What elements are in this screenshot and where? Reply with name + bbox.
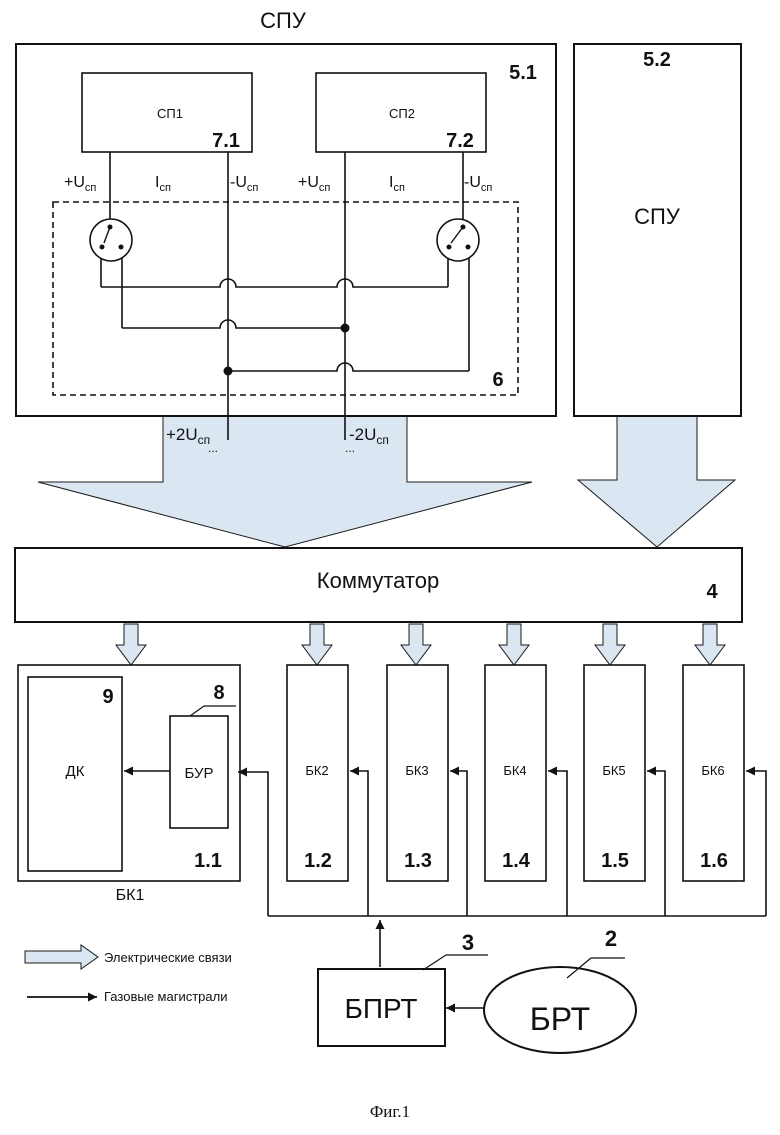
- dk-block: ДК 9: [28, 677, 122, 871]
- bk4-block: БК4 1.4: [485, 665, 546, 881]
- bk1-block: 1.1 БК1 ДК 9 БУР 8: [18, 665, 240, 904]
- sp1-label: СП1: [157, 106, 183, 121]
- switch-block-number: 6: [492, 369, 503, 391]
- legend: Электрические связи Газовые магистрали: [25, 945, 232, 1004]
- bprt-label: БПРТ: [344, 993, 417, 1024]
- switch-2-icon: [437, 219, 479, 261]
- bk3-label: БК3: [405, 763, 428, 778]
- bk6-block: БК6 1.6: [683, 665, 744, 881]
- bk2-number: 1.2: [304, 850, 332, 872]
- bk2-label: БК2: [305, 763, 328, 778]
- sp1-number: 7.1: [212, 130, 240, 152]
- junction-dot: [341, 324, 350, 333]
- bk4-label: БК4: [503, 763, 526, 778]
- output-plus-dots: ...: [208, 441, 218, 455]
- spu-5-2-block: 5.2 СПУ: [574, 44, 741, 416]
- bur-number: 8: [213, 682, 224, 704]
- brt-label: БРТ: [530, 1001, 590, 1037]
- brt-ellipse: БРТ 2: [484, 926, 636, 1053]
- spu-5-1-block: 5.1 СП1 7.1 СП2 7.2 +Uсп Iсп -Uсп +Uсп I…: [16, 44, 556, 440]
- bur-label: БУР: [184, 765, 213, 782]
- legend-electrical-arrow-icon: [25, 945, 98, 969]
- figure-caption: Фиг.1: [370, 1102, 410, 1121]
- electrical-arrow-spu-left: [38, 416, 532, 547]
- brt-number: 2: [605, 926, 617, 951]
- commutator-label: Коммутатор: [317, 568, 439, 593]
- output-minus-dots: ...: [345, 441, 355, 455]
- dk-number: 9: [102, 686, 113, 708]
- bk4-number: 1.4: [502, 850, 531, 872]
- switch-1-icon: [90, 219, 132, 261]
- bk1-number: 1.1: [194, 850, 222, 872]
- bk2-block: БК2 1.2: [287, 665, 348, 881]
- bk5-number: 1.5: [601, 850, 629, 872]
- small-electrical-arrows: [116, 624, 725, 665]
- spu-top-label: СПУ: [260, 8, 307, 33]
- spu-5-1-number: 5.1: [509, 62, 537, 84]
- bk6-label: БК6: [701, 763, 724, 778]
- spu-5-2-number: 5.2: [643, 49, 671, 71]
- bprt-block: БПРТ 3: [318, 930, 488, 1046]
- bk3-number: 1.3: [404, 850, 432, 872]
- junction-dot: [224, 367, 233, 376]
- spu-5-2-label: СПУ: [634, 204, 681, 229]
- bk5-block: БК5 1.5: [584, 665, 645, 881]
- sp1-block: СП1 7.1: [82, 73, 252, 152]
- bprt-number: 3: [462, 930, 474, 955]
- sp2-number: 7.2: [446, 130, 474, 152]
- legend-electrical-label: Электрические связи: [104, 950, 232, 965]
- bk6-number: 1.6: [700, 850, 728, 872]
- commutator-block: Коммутатор 4: [15, 548, 742, 622]
- sp2-label: СП2: [389, 106, 415, 121]
- dk-label: ДК: [66, 763, 85, 780]
- bk3-block: БК3 1.3: [387, 665, 448, 881]
- legend-gas-label: Газовые магистрали: [104, 989, 227, 1004]
- commutator-number: 4: [706, 581, 718, 603]
- electrical-arrow-spu-right: [578, 416, 735, 547]
- sp2-block: СП2 7.2: [316, 73, 486, 152]
- bk1-name: БК1: [116, 887, 145, 904]
- bk5-label: БК5: [602, 763, 625, 778]
